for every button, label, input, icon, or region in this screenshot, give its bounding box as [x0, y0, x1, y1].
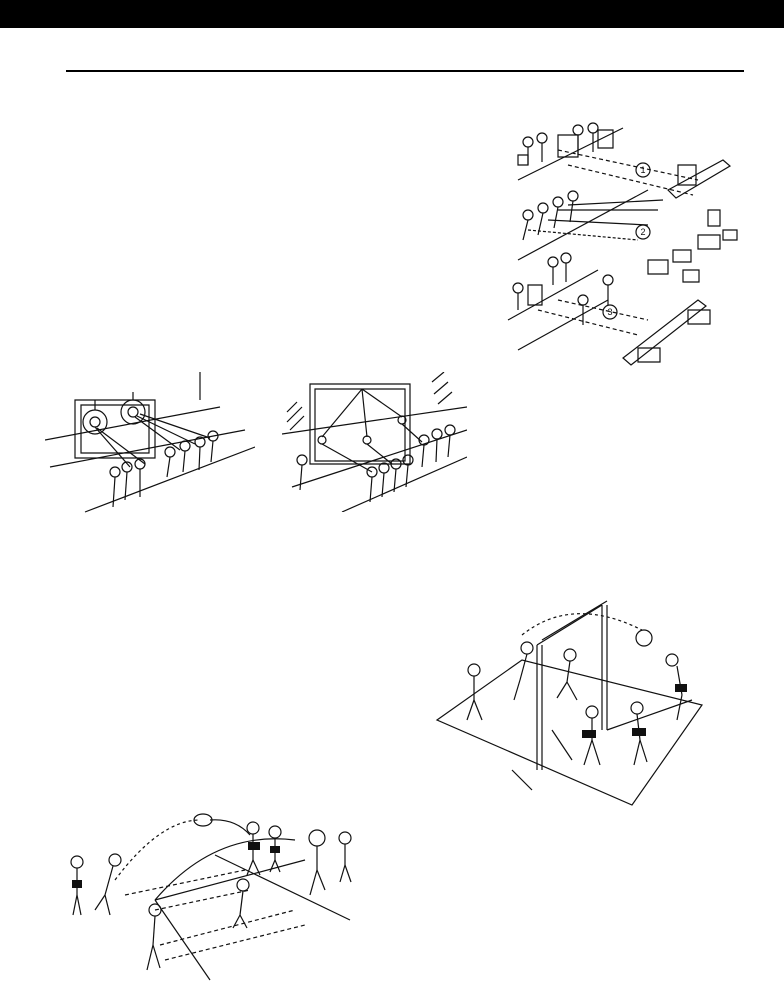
page-header-bar — [0, 0, 784, 28]
figure-goal-hanging-balls — [282, 372, 467, 512]
station-marker-2: 2 — [640, 227, 645, 237]
station-marker-3: 3 — [607, 307, 612, 317]
figure-goal-header-drill — [432, 600, 712, 810]
figure-relay-stations: 1 2 3 — [498, 110, 748, 368]
header-rule — [66, 70, 744, 72]
station-marker-1: 1 — [640, 165, 645, 175]
figure-wall-ring-targets — [45, 372, 255, 517]
figure-throw-in-drill — [65, 810, 365, 985]
